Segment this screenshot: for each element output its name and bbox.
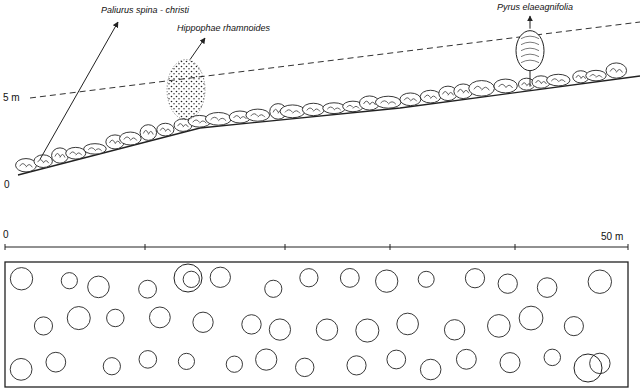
leader-arrow <box>530 16 531 29</box>
height-label: 0 <box>4 180 10 190</box>
scale-label: 0 <box>3 230 9 240</box>
scale-tick <box>390 244 391 250</box>
plan-frame <box>5 262 628 387</box>
scale-tick <box>5 244 6 250</box>
species-label: Paliurus spina - christi <box>100 6 190 15</box>
scale-tick <box>145 244 146 250</box>
scale-bar <box>5 247 628 248</box>
height-label: 5 m <box>3 93 20 103</box>
leader-arrow <box>190 38 205 60</box>
leader-arrow <box>40 22 118 159</box>
scale-label: 50 m <box>601 232 623 242</box>
species-label: Pyrus elaeagnifolia <box>496 3 574 12</box>
hippophae-shrub <box>167 60 205 120</box>
scale-tick <box>628 244 629 250</box>
pyrus-tree <box>516 31 544 87</box>
scale-tick <box>515 244 516 250</box>
height-line <box>30 22 640 98</box>
shrub-row <box>16 63 627 172</box>
scale-tick <box>285 244 286 250</box>
species-label: Hippophae rhamnoides <box>176 24 271 33</box>
ground-line <box>18 76 640 175</box>
crown-plan <box>10 264 611 382</box>
